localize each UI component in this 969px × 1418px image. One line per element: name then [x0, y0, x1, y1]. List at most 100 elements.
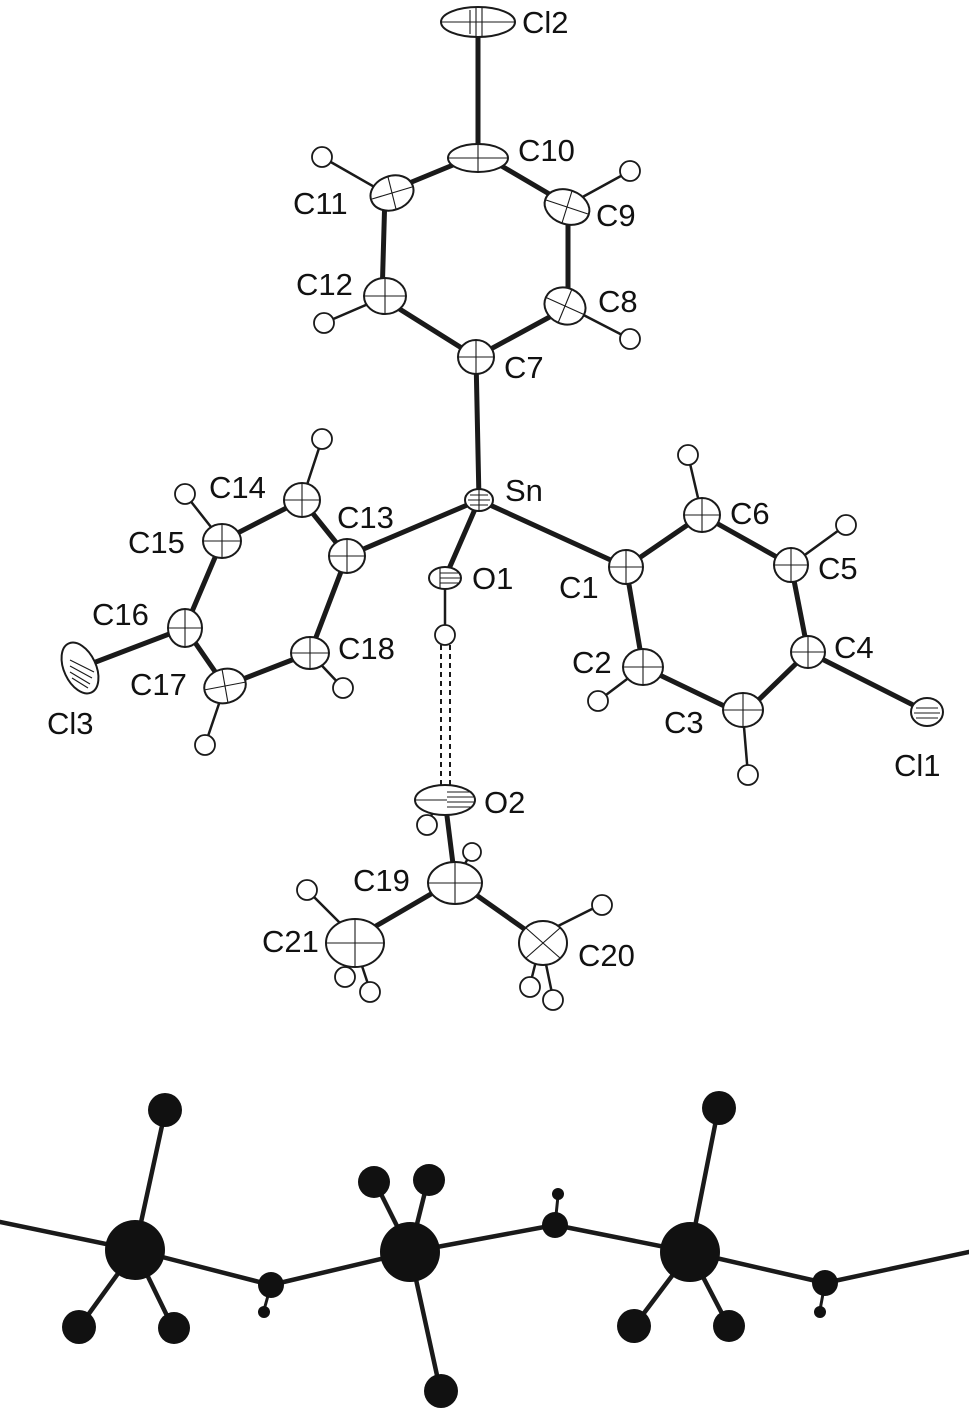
- atom-ellipsoid-c3: [722, 692, 764, 728]
- tin-atom: [105, 1220, 165, 1280]
- atom-label-c2: C2: [572, 645, 612, 680]
- atom-label-c6: C6: [730, 496, 770, 531]
- atom-label-c15: C15: [128, 525, 185, 560]
- atom-label-c3: C3: [664, 705, 704, 740]
- atom-label-c11: C11: [293, 186, 348, 221]
- atom-ellipsoid-o2: [414, 784, 476, 816]
- polymer-chain-atoms: [62, 1091, 838, 1408]
- atom-ellipsoid-sn: [464, 488, 494, 512]
- polymer-chain: [0, 1091, 969, 1408]
- hydrogen-atom: [677, 444, 699, 466]
- hydrogen-atom: [416, 814, 438, 836]
- carbon-atom: [702, 1091, 736, 1125]
- hydrogen-atom: [313, 312, 335, 334]
- carbon-atom: [148, 1093, 182, 1127]
- carbon-atom: [713, 1310, 745, 1342]
- atom-label-c13: C13: [337, 500, 394, 535]
- atom-label-c5: C5: [818, 551, 858, 586]
- atom-ellipsoid-c10: [447, 143, 509, 173]
- atom-ellipsoid-c19: [427, 861, 483, 905]
- atom-ellipsoid-c6: [683, 497, 721, 533]
- atom-ellipsoid-c18: [290, 636, 330, 670]
- atom-ellipsoid-c2: [622, 648, 664, 686]
- atom-label-c4: C4: [834, 630, 874, 665]
- atom-ellipsoid-c13: [328, 538, 366, 574]
- hydrogen-atom: [258, 1306, 270, 1318]
- carbon-atom: [424, 1374, 458, 1408]
- hydrogen-atoms: [174, 146, 857, 1011]
- hydrogen-stub-bonds: [183, 155, 848, 1000]
- atom-ellipsoid-c8: [543, 286, 587, 326]
- hydrogen-atom: [587, 690, 609, 712]
- hydrogen-atom: [332, 677, 354, 699]
- atom-ellipsoid-c5: [773, 547, 809, 583]
- hydrogen-atom: [619, 328, 641, 350]
- atom-label-c12: C12: [296, 267, 353, 302]
- atom-label-c21: C21: [262, 924, 319, 959]
- atom-ellipsoids: [60, 6, 944, 968]
- atom-ellipsoid-c12: [363, 277, 407, 315]
- hydrogen-atom: [311, 146, 333, 168]
- atom-ellipsoid-c4: [790, 635, 826, 669]
- hydrogen-atom: [174, 483, 196, 505]
- atom-ellipsoid-c11: [369, 174, 415, 212]
- hydrogen-atom: [814, 1306, 826, 1318]
- hydrogen-atom: [462, 842, 482, 862]
- hydrogen-atom: [311, 428, 333, 450]
- atom-label-c1: C1: [559, 570, 599, 605]
- hydrogen-atom: [296, 879, 318, 901]
- atom-label-c10: C10: [518, 133, 575, 168]
- hydrogen-atom: [542, 989, 564, 1011]
- hydrogen-atom: [835, 514, 857, 536]
- atom-label-c16: C16: [92, 597, 149, 632]
- atom-label-cl2: Cl2: [522, 5, 569, 40]
- hydrogen-atom: [619, 160, 641, 182]
- carbon-atom: [158, 1312, 190, 1344]
- tin-atom: [380, 1222, 440, 1282]
- atom-label-c7: C7: [504, 350, 544, 385]
- carbon-atom: [413, 1164, 445, 1196]
- atom-label-sn: Sn: [505, 473, 543, 508]
- atom-ellipsoid-c21: [325, 918, 385, 968]
- hydrogen-atom: [591, 894, 613, 916]
- hydrogen-atom: [434, 624, 456, 646]
- ortep-molecule: Cl2 C10 C11 C9 C12 C8 C7 Sn C14 C13 C15 …: [47, 5, 944, 1011]
- atom-label-o1: O1: [472, 561, 513, 596]
- atom-ellipsoid-c7: [457, 339, 495, 375]
- atom-ellipsoid-o1: [428, 566, 462, 590]
- atom-ellipsoid-c17: [203, 667, 247, 705]
- hydrogen-atom: [737, 764, 759, 786]
- atom-label-o2: O2: [484, 785, 525, 820]
- atom-label-c19: C19: [353, 863, 410, 898]
- carbon-atom: [617, 1309, 651, 1343]
- oxygen-atom: [258, 1272, 284, 1298]
- atom-label-c18: C18: [338, 631, 395, 666]
- atom-label-c9: C9: [596, 198, 636, 233]
- atom-ellipsoid-cl1: [910, 697, 944, 727]
- atom-label-c8: C8: [598, 284, 638, 319]
- atom-label-cl3: Cl3: [47, 706, 94, 741]
- atom-labels: Cl2 C10 C11 C9 C12 C8 C7 Sn C14 C13 C15 …: [47, 5, 941, 973]
- hydrogen-atom: [194, 734, 216, 756]
- oxygen-atom: [542, 1212, 568, 1238]
- tin-atom: [660, 1222, 720, 1282]
- atom-ellipsoid-cl3: [60, 641, 100, 695]
- hydrogen-bond: [440, 645, 451, 790]
- carbon-atom: [62, 1310, 96, 1344]
- atom-ellipsoid-c1: [608, 549, 644, 585]
- hydrogen-atom: [359, 981, 381, 1003]
- atom-label-c20: C20: [578, 938, 635, 973]
- atom-ellipsoid-c15: [202, 523, 242, 559]
- carbon-atom: [358, 1166, 390, 1198]
- atom-label-c17: C17: [130, 667, 187, 702]
- atom-ellipsoid-c16: [167, 608, 203, 648]
- atom-label-cl1: Cl1: [894, 748, 941, 783]
- atom-ellipsoid-c14: [283, 482, 321, 518]
- atom-ellipsoid-cl2: [440, 6, 516, 38]
- atom-ellipsoid-c9: [543, 188, 591, 226]
- hydrogen-atom: [519, 976, 541, 998]
- atom-ellipsoid-c20: [518, 920, 568, 966]
- hydrogen-atom: [334, 966, 356, 988]
- atom-label-c14: C14: [209, 470, 266, 505]
